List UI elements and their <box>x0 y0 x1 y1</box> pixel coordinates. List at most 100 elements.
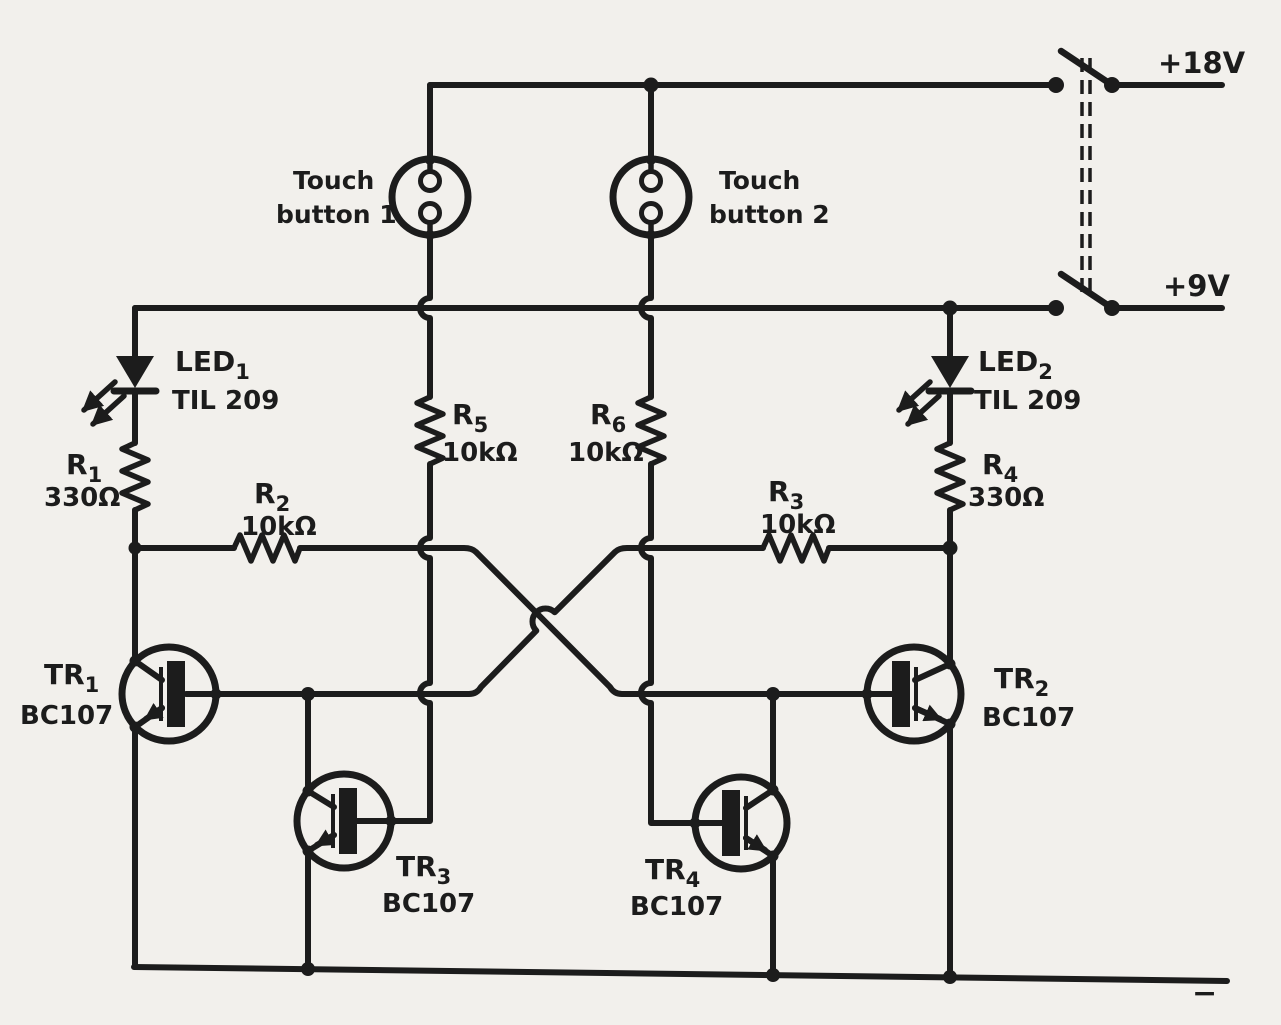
tr1-part-label: BC107 <box>20 701 113 731</box>
wire-diagonal-r3-to-tr1-base <box>183 545 766 697</box>
cross-coupling <box>132 532 953 794</box>
touch-button-2-label-line1: Touch <box>719 166 800 195</box>
tr4-ref-label: TR4 <box>645 853 700 892</box>
r4-value-label: 330Ω <box>968 483 1044 513</box>
touch-button-2-label-line2: button 2 <box>709 200 830 229</box>
resistor-r4-symbol <box>934 440 966 667</box>
junction-led2-9v <box>942 300 958 316</box>
tr3-emitter-arrow <box>314 829 337 848</box>
resistor-r1-symbol <box>119 440 151 664</box>
transistor-tr2-symbol <box>863 643 965 980</box>
tr1-collector-lead <box>132 658 165 683</box>
tr1-base-bar-thin <box>159 667 163 721</box>
junction-tr4-base <box>689 817 701 829</box>
r5-zigzag <box>414 394 446 467</box>
supply-9v-label: +9V <box>1163 269 1230 303</box>
r6-value-label: 10kΩ <box>568 438 644 468</box>
switch-contact-18v-left <box>1048 77 1064 93</box>
r5-value-label: 10kΩ <box>442 438 518 468</box>
tr4-emitter-arrow <box>743 834 768 853</box>
junction-ground-tr4 <box>766 968 780 982</box>
led1-ref-label: LED1 <box>175 345 250 384</box>
r2-ref-label: R2 <box>254 477 290 516</box>
switch-gang-linkage <box>1080 58 1092 292</box>
switch-lever-9v <box>1057 270 1116 312</box>
led1-triangle <box>116 356 154 388</box>
switch-contact-9v-left <box>1048 300 1064 316</box>
power-rail-9v <box>132 270 1225 312</box>
supply-18v-label: +18V <box>1158 46 1246 80</box>
touch-button-1-symbol <box>388 82 472 400</box>
wire-r5-to-tr3-base <box>354 461 433 824</box>
junction-tr3-e <box>302 845 314 857</box>
junction-tr4-c <box>767 784 779 796</box>
switch-contact-18v-right <box>1104 77 1120 93</box>
led2-light-arrow-1 <box>896 379 933 413</box>
led1-light-arrow-1 <box>81 379 118 413</box>
r3-zigzag <box>760 532 832 564</box>
junction-tr3-base <box>385 815 397 827</box>
tr4-part-label: BC107 <box>630 892 723 922</box>
led2-ref-label: LED2 <box>978 345 1053 384</box>
wire-tb2-down <box>638 232 654 400</box>
r1-zigzag <box>119 440 151 513</box>
switch-lever-18v <box>1057 47 1116 89</box>
touch-button-1-label-line2: button 1 <box>276 200 397 229</box>
r3-ref-label: R3 <box>768 475 804 514</box>
tb1-contact-top <box>418 169 442 193</box>
junction-tr4-e <box>767 850 779 862</box>
switch-contact-9v-right <box>1104 300 1120 316</box>
tr1-emitter-arrow <box>143 702 165 722</box>
r1-value-label: 330Ω <box>44 483 120 513</box>
junction-tb2-top <box>646 155 656 165</box>
tr2-collector-lead <box>912 661 953 683</box>
transistor-tr1-symbol <box>118 643 220 970</box>
resistor-r5-symbol <box>354 394 446 824</box>
led2-light-arrow-2 <box>905 393 942 427</box>
power-rail-18v <box>427 47 1225 89</box>
junction-tb1-bottom <box>425 230 435 240</box>
tr1-ref-label: TR1 <box>44 658 99 697</box>
junction-tb2-18v <box>643 77 659 93</box>
resistor-r6-symbol <box>635 394 725 826</box>
junction-tr1-c <box>129 655 141 667</box>
junction-ground-tr2 <box>943 970 957 984</box>
r4-ref-label: R4 <box>982 448 1018 487</box>
wire-r6-to-tr4-base <box>638 461 725 826</box>
tb1-contact-bottom <box>418 201 442 225</box>
tr4-base-bar-thin <box>744 796 748 850</box>
tr1-base-bar <box>167 661 185 727</box>
led1-part-label: TIL 209 <box>172 386 279 416</box>
junction-node2 <box>942 540 958 556</box>
led2-symbol <box>896 305 975 446</box>
junction-node1 <box>128 541 142 555</box>
tr2-part-label: BC107 <box>982 703 1075 733</box>
tr2-emitter-arrow <box>912 704 943 722</box>
led2-part-label: TIL 209 <box>974 386 1081 416</box>
junction-tr3-c <box>302 785 314 797</box>
r2-value-label: 10kΩ <box>241 512 317 542</box>
tb2-contact-bottom <box>639 201 663 225</box>
tr4-base-bar <box>722 790 740 856</box>
ground-negative-label: − <box>1192 976 1217 1011</box>
touch-button-1-label-line1: Touch <box>293 166 374 195</box>
junction-dots <box>128 77 1120 984</box>
junction-ground-tr3 <box>301 962 315 976</box>
junction-tr1-e <box>129 721 141 733</box>
r6-zigzag <box>635 394 667 467</box>
r5-ref-label: R5 <box>452 398 488 437</box>
tr3-base-bar-thin <box>331 794 335 848</box>
tr3-base-bar <box>339 788 357 854</box>
tb2-contact-top <box>639 169 663 193</box>
touch-button-2-symbol <box>609 82 693 400</box>
r3-value-label: 10kΩ <box>760 510 836 540</box>
led2-triangle <box>931 356 969 388</box>
r1-ref-label: R1 <box>66 448 102 487</box>
r4-zigzag <box>934 440 966 513</box>
junction-tr2-e <box>944 718 956 730</box>
tr3-part-label: BC107 <box>382 889 475 919</box>
junction-tr1-base <box>210 688 222 700</box>
junction-tb2-bottom <box>646 230 656 240</box>
